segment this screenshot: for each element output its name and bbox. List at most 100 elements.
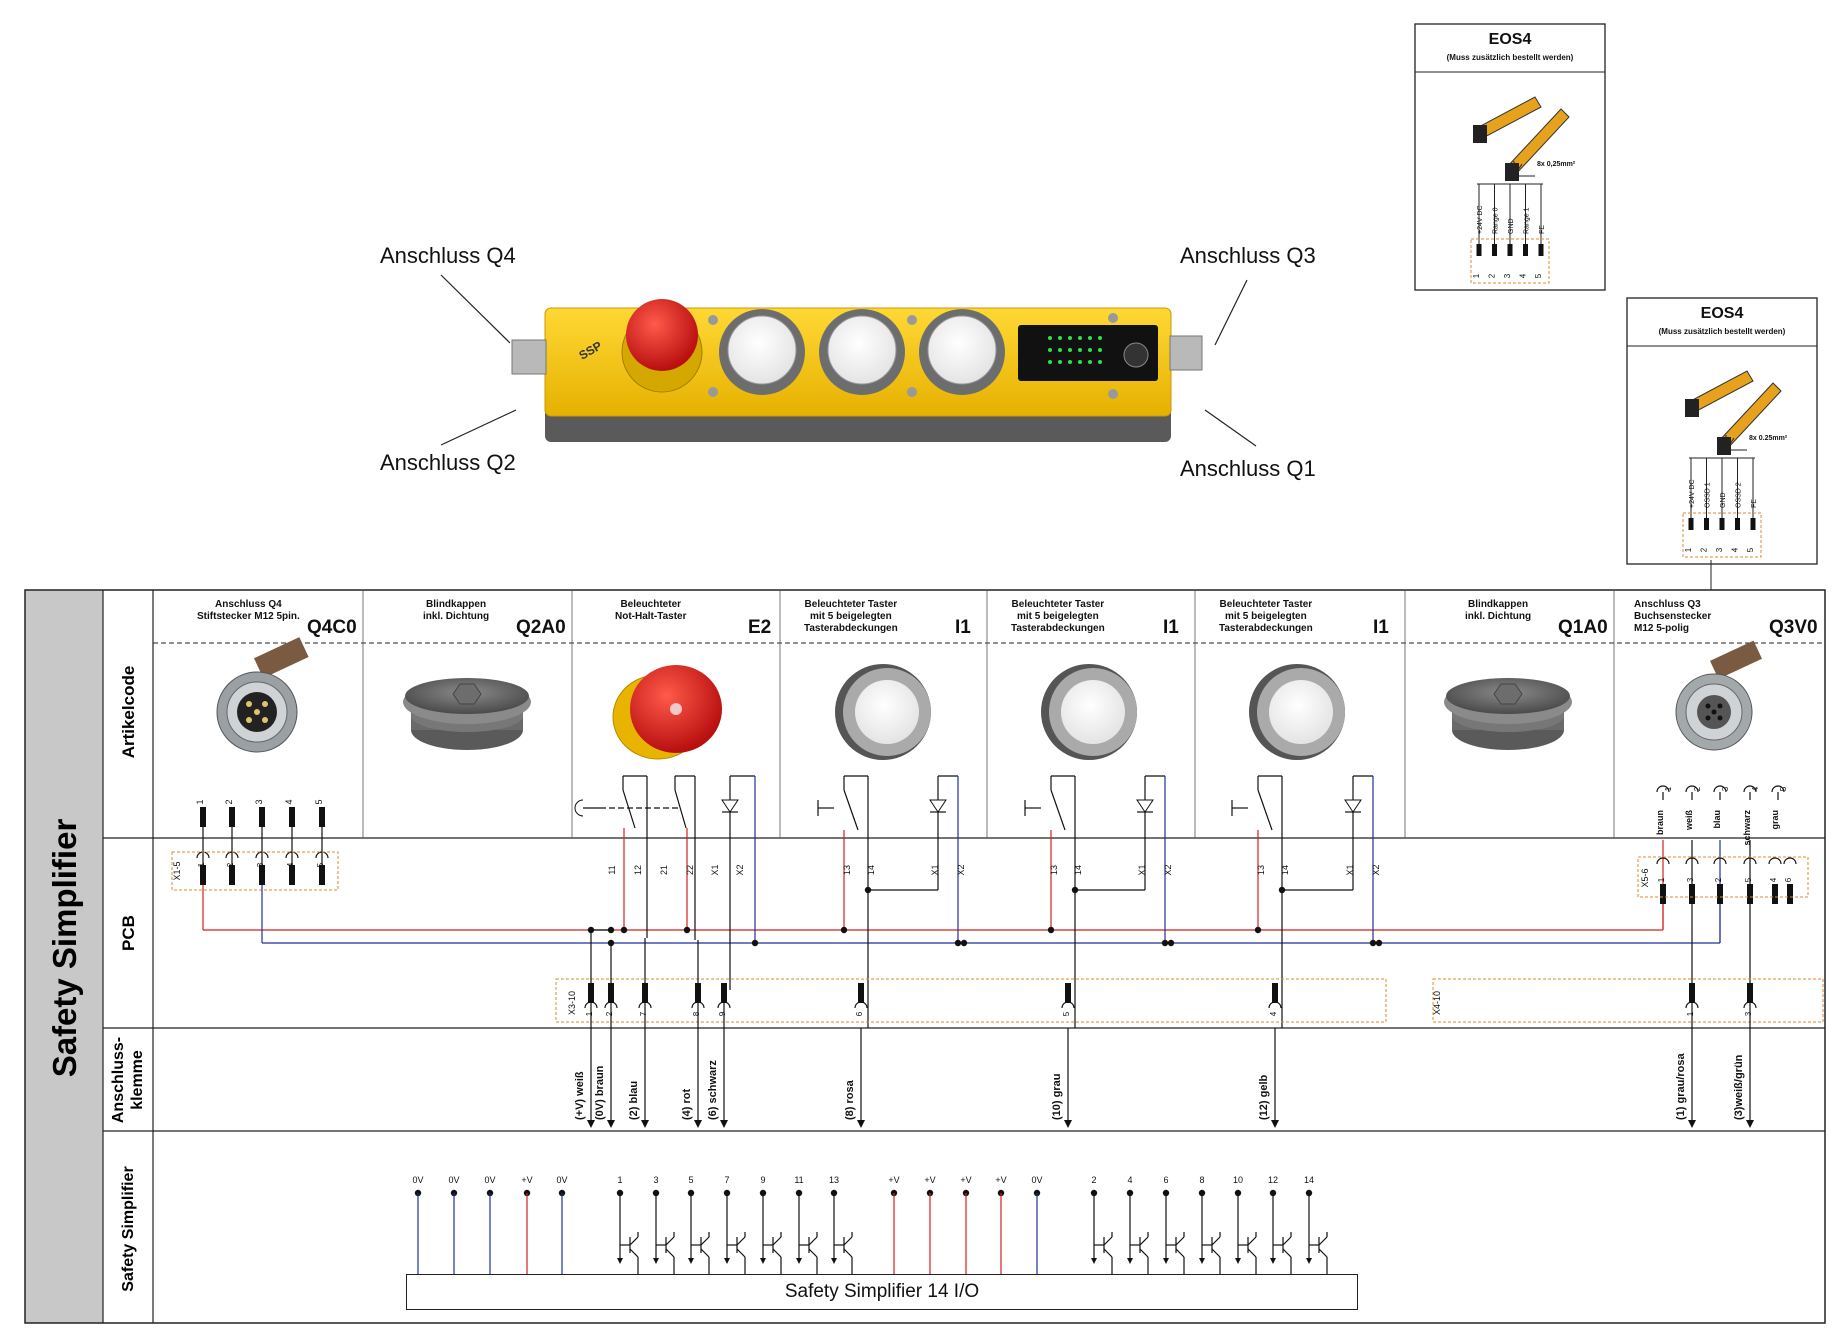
i1-contact [1257,789,1273,831]
q4-pin-terminal [289,807,295,827]
junction [954,939,962,947]
device-image: SSP [511,299,1203,442]
transistor-symbol [1247,1248,1257,1258]
eos-terminal [1750,518,1756,530]
column-article-code: Q1A0 [1558,617,1608,638]
x1-pin-number: 5 [316,862,325,867]
simplifier-pin-label: 13 [829,1175,839,1185]
transistor-arrow [796,1258,802,1264]
x3-pin-number: 7 [639,1011,648,1016]
transistor-symbol [843,1236,853,1246]
eos-boxes: EOS4(Muss zusätzlich bestellt werden)8x … [1414,23,1818,565]
schematic-wires [171,775,1824,1274]
column-description: Anschluss Q3 Buchsenstecker M12 5-polig [1634,599,1712,634]
x1-pin-number: 1 [197,862,206,867]
x1-terminal [289,865,295,885]
transistor-arrow [724,1258,730,1264]
transistor-symbol [1282,1236,1292,1246]
klemme-wire-label: (0V) braun [594,1065,606,1120]
eos-pin-number: 2 [1700,547,1709,552]
eos-pin-label: OSSD 1 [1705,482,1712,508]
simplifier-pin-label: +V [521,1175,532,1185]
transistor-symbol [700,1236,710,1246]
illuminated-button-icon [1041,664,1137,760]
transistor-arrow [653,1258,659,1264]
x5-terminal [1747,884,1753,904]
transistor-symbol [1318,1248,1328,1258]
column-article-code: Q3V0 [1769,617,1818,638]
transistor-arrow [1127,1258,1133,1264]
eos-terminal [1704,518,1709,530]
x5-socket-symbol [1743,857,1757,865]
x4-terminal [1689,983,1695,1003]
x5-pin-number: 4 [1769,877,1778,882]
eos-wire-label: 8x 0,25mm² [1537,161,1576,168]
transistor-arrow [1270,1258,1276,1264]
x5-socket-symbol [1713,857,1727,865]
led-symbol [1136,799,1154,813]
transistor-symbol [843,1248,853,1258]
i1-terminal-label: X1 [930,864,940,875]
estop-mushroom [574,799,584,817]
eos-cable [1725,437,1735,451]
eos-wire-label: 8x 0.25mm² [1749,435,1788,442]
eos-box: EOS4(Muss zusätzlich bestellt werden)8x … [1414,23,1606,291]
e2-terminal-label: X2 [735,864,745,875]
illuminated-button-icon [1249,664,1345,760]
simplifier-pin-label: 0V [1031,1175,1042,1185]
i1-terminal-label: X2 [1163,864,1173,875]
eos-title: EOS4 [1489,31,1532,48]
klemme-arrow [1688,1120,1696,1128]
blind-cap-icon [403,678,531,750]
blind-cap-icon [1444,678,1572,750]
x1-terminal-group [171,851,339,891]
column-article-code: I1 [1373,617,1389,638]
estop-contact-1 [622,789,636,829]
klemme-wire-label: (4) rot [681,1089,693,1121]
q3-socket-symbol [1685,785,1699,793]
x5-terminal [1787,884,1793,904]
transistor-symbol [665,1236,675,1246]
x3-label: X3-10 [567,991,577,1015]
simplifier-pin-label: +V [924,1175,935,1185]
x3-pin-number: 9 [718,1011,727,1016]
eos-terminal [1492,244,1497,256]
x5-terminal [1717,884,1723,904]
simplifier-pin-label: 11 [794,1175,803,1185]
junction [1047,926,1055,934]
x3-socket-symbol [854,1001,868,1009]
q3-wire-color: blau [1712,810,1722,829]
x1-label: X1-5 [172,861,182,880]
x3-terminal [858,983,864,1003]
simplifier-pin-label: 0V [448,1175,459,1185]
transistor-symbol [700,1248,710,1258]
q4-pin-number: 5 [314,799,324,804]
x5-socket-symbol [1783,857,1797,865]
simplifier-pin-label: +V [960,1175,971,1185]
row-label-simplifier: Safety Simplifier [120,1166,137,1292]
transistor-symbol [808,1248,818,1258]
simplifier-pin-label: 3 [653,1175,658,1185]
junction [620,926,628,934]
klemme-wire-label: (10) grau [1051,1074,1063,1120]
led-symbol [929,799,947,813]
junction [1071,886,1079,894]
transistor-symbol [772,1248,782,1258]
transistor-symbol [1175,1236,1185,1246]
x3-pin-number: 4 [1269,1011,1278,1016]
i1-terminal-label: 13 [1256,865,1266,875]
i1-terminal-label: X2 [956,864,966,875]
x5-pin-number: 3 [1686,877,1695,882]
junction [864,886,872,894]
transistor-symbol [1282,1248,1292,1258]
q3-socket-symbol [1656,785,1670,793]
transistor-arrow [688,1258,694,1264]
klemme-wire-label: (+V) weiß [574,1071,586,1120]
junction [1375,939,1383,947]
x3-socket-symbol [1061,1001,1075,1009]
q4-pin-terminal [319,807,325,827]
transistor-symbol [808,1236,818,1246]
x4-terminal-group [1432,978,1824,1023]
q3-socket-symbol [1713,785,1727,793]
illuminated-button-icon [835,664,931,760]
